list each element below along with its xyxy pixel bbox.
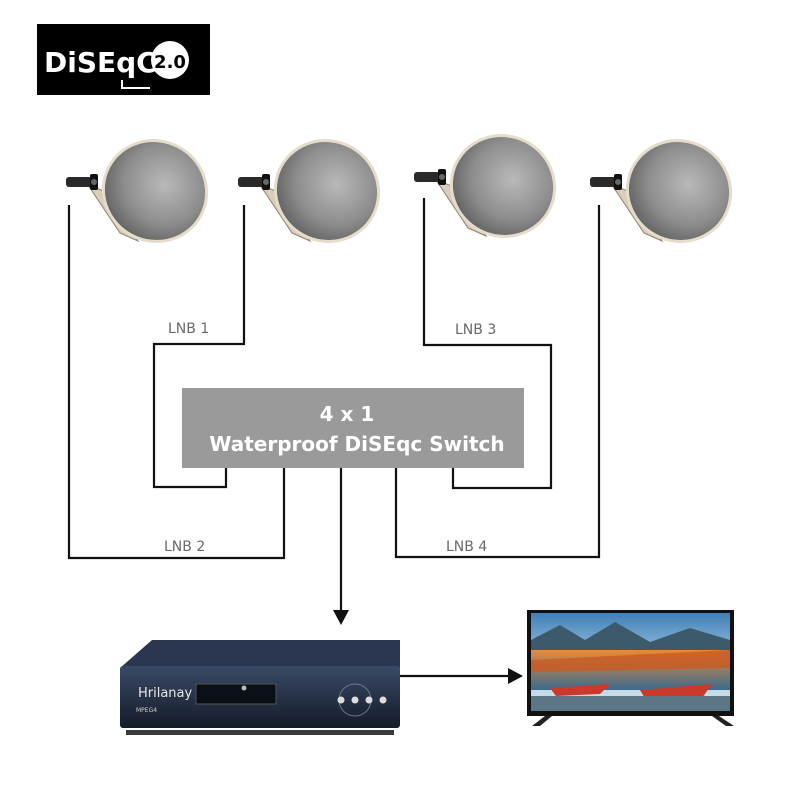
- lnb3-label: LNB 3: [455, 322, 496, 338]
- satellite-dish-2: [236, 133, 382, 253]
- arrow-right-icon: [508, 668, 523, 684]
- receiver-brand: Hrilanay: [138, 686, 193, 701]
- satellite-dish-1: [64, 133, 210, 253]
- receiver-display: [195, 683, 277, 705]
- switch-title-line2: Waterproof DiSEqc Switch: [209, 432, 504, 456]
- satellite-receiver: Hrilanay MPEG4: [120, 640, 400, 735]
- diseqc-logo: DiSEqC 2.0: [37, 24, 210, 95]
- satellite-dish-3: [412, 128, 558, 248]
- lnb4-cable: [394, 205, 601, 559]
- receiver-model: MPEG4: [136, 707, 157, 714]
- television: [527, 610, 734, 726]
- switch-title-line1: 4 x 1: [320, 402, 375, 426]
- satellite-dish-4: [588, 133, 734, 253]
- lnb3-cable: [422, 198, 553, 490]
- lnb1-label: LNB 1: [168, 321, 209, 337]
- lnb2-cable: [67, 205, 286, 560]
- lnb4-label: LNB 4: [446, 539, 487, 555]
- logo-version: 2.0: [154, 52, 186, 73]
- logo-text: DiSEqC: [44, 46, 157, 79]
- arrow-down-icon: [333, 610, 349, 625]
- receiver-power-icon: [241, 685, 247, 691]
- lnb1-cable: [152, 205, 246, 489]
- lnb2-label: LNB 2: [164, 539, 205, 555]
- diseqc-switch-box: 4 x 1 Waterproof DiSEqc Switch: [182, 388, 524, 468]
